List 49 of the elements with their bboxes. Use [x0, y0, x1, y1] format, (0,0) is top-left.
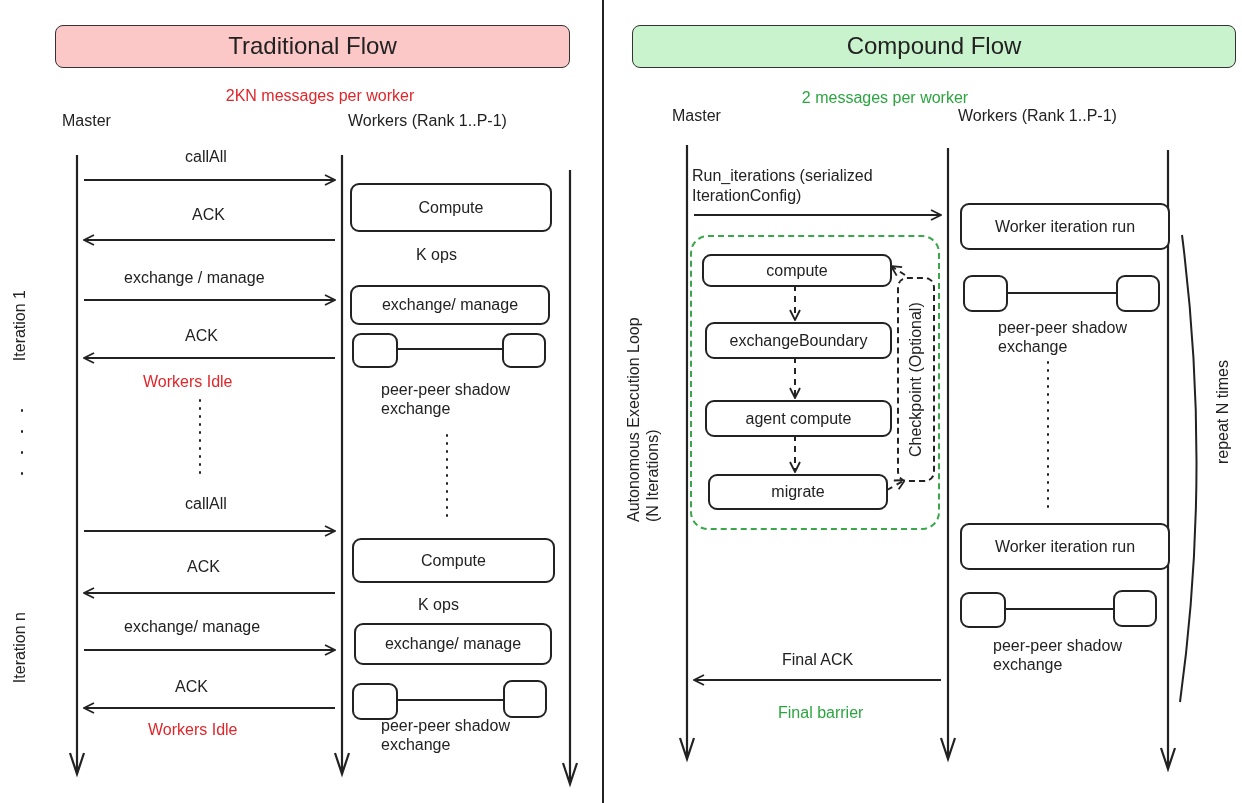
lifeline — [563, 170, 577, 785]
peer-node-box — [503, 680, 547, 718]
loop-label: Autonomous Execution Loop (N Iterations) — [624, 316, 663, 522]
lifeline — [70, 155, 84, 775]
process-box: exchangeBoundary — [705, 322, 892, 359]
process-box: Compute — [352, 538, 555, 583]
process-box: Worker iteration run — [960, 203, 1170, 250]
peer-node-box — [960, 592, 1006, 628]
status-label: Workers Idle — [143, 372, 233, 392]
peer-node-box — [502, 333, 546, 368]
lifeline — [335, 155, 349, 775]
note-text: peer-peer shadow exchange — [381, 716, 511, 755]
note-text: peer-peer shadow exchange — [381, 380, 511, 419]
process-box: Worker iteration run — [960, 523, 1170, 570]
lifeline-label: Workers (Rank 1..P-1) — [958, 106, 1117, 126]
lifeline — [941, 148, 955, 760]
lifeline — [1161, 150, 1175, 770]
peer-node-box — [1113, 590, 1157, 627]
lifeline-label: Master — [62, 111, 111, 131]
summary-label: 2 messages per worker — [800, 88, 970, 108]
iteration-label: Iteration n — [10, 612, 29, 684]
process-box: agent compute — [705, 400, 892, 437]
ops-label: K ops — [418, 595, 459, 615]
lifeline — [680, 145, 694, 760]
note-text: peer-peer shadow exchange — [993, 636, 1123, 675]
loop-region — [690, 235, 940, 530]
summary-label: 2KN messages per worker — [224, 86, 416, 106]
title-box: Traditional Flow — [55, 25, 570, 68]
status-label: Final barrier — [778, 703, 864, 723]
process-box: migrate — [708, 474, 888, 510]
note-text: peer-peer shadow exchange — [998, 318, 1128, 357]
ops-label: K ops — [416, 245, 457, 265]
process-box: Compute — [350, 183, 552, 232]
peer-node-box — [1116, 275, 1160, 312]
peer-node-box — [963, 275, 1008, 312]
edge-label: exchange / manage — [122, 268, 267, 288]
process-box: compute — [702, 254, 892, 287]
process-box: exchange/ manage — [354, 623, 552, 665]
edge-label: exchange/ manage — [122, 617, 263, 637]
process-box: exchange/ manage — [350, 285, 550, 325]
checkpoint-box: Checkpoint (Optional) — [897, 277, 935, 482]
status-label: Workers Idle — [148, 720, 238, 740]
title-box: Compound Flow — [632, 25, 1236, 68]
repeat-label: repeat N times — [1213, 360, 1232, 465]
lifeline-label: Master — [672, 106, 721, 126]
peer-node-box — [352, 683, 398, 720]
iteration-label: Iteration 1 — [10, 290, 29, 362]
peer-node-box — [352, 333, 398, 368]
lifeline-label: Workers (Rank 1..P-1) — [348, 111, 507, 131]
